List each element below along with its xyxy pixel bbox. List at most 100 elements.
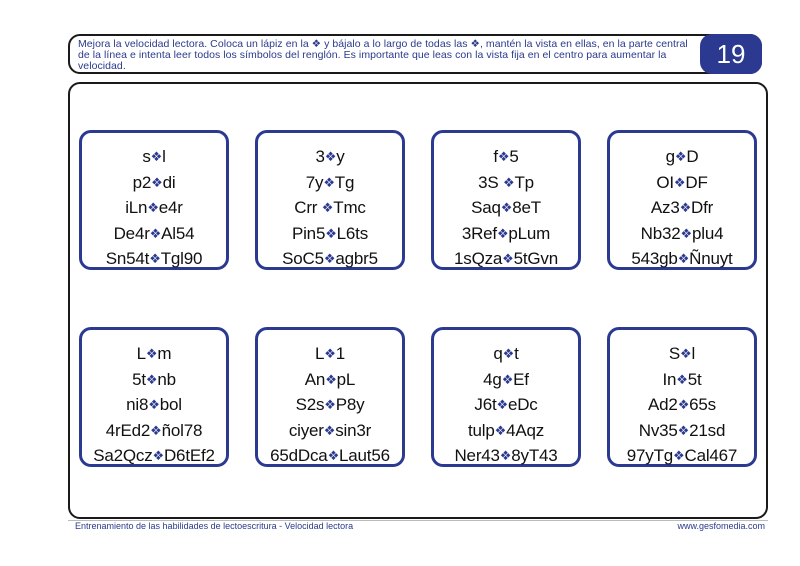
line-right-text: ñol78 (161, 420, 203, 440)
instructions-box: Mejora la velocidad lectora. Coloca un l… (68, 34, 762, 74)
footer-divider (68, 520, 768, 521)
line-right-text: m (157, 344, 172, 363)
diamond-marker-icon: ❖ (502, 251, 514, 266)
line-right-text: e4r (158, 198, 183, 217)
line-left-text: SoC5 (282, 249, 324, 268)
diamond-marker-icon: ❖ (677, 251, 690, 266)
diamond-marker-icon: ❖ (673, 448, 685, 463)
line-left-text: Nv35 (638, 420, 678, 440)
reading-line: J6t❖eDc (474, 393, 537, 419)
line-left-text: De4r (113, 223, 150, 243)
line-left-text: ni8 (126, 395, 149, 414)
reading-line: Ner43❖8yT43 (454, 444, 557, 470)
diamond-marker-icon: ❖ (497, 149, 510, 164)
reading-line: Nb32❖plu4 (641, 222, 724, 248)
reading-line: 97yTg❖Cal467 (627, 444, 738, 470)
instructions-text: Mejora la velocidad lectora. Coloca un l… (78, 38, 688, 72)
diamond-marker-icon: ❖ (496, 225, 509, 241)
line-right-text: 8yT43 (511, 446, 558, 465)
line-left-text: iLn (125, 198, 148, 217)
diamond-marker-icon: ❖ (149, 225, 162, 241)
diamond-marker-icon: ❖ (145, 371, 158, 387)
reading-line: S❖l (669, 342, 695, 368)
line-left-text: Ner43 (454, 446, 500, 465)
line-left-text: In (662, 369, 677, 389)
reading-line: Saq❖8eT (471, 196, 541, 222)
line-left-text: S2s (295, 395, 325, 414)
line-left-text: ciyer (288, 420, 324, 440)
line-right-text: Tg (334, 172, 355, 192)
diamond-marker-icon: ❖ (496, 397, 508, 412)
reading-line: SoC5❖agbr5 (282, 247, 378, 273)
line-right-text: pL (336, 369, 356, 389)
diamond-marker-icon: ❖ (324, 346, 336, 361)
reading-line: 4g❖Ef (483, 368, 529, 394)
line-right-text: Ñnuyt (689, 249, 733, 268)
reading-line: tulp❖4Aqz (468, 419, 544, 445)
reading-line: f❖5 (493, 145, 518, 171)
diamond-marker-icon: ❖ (499, 448, 512, 463)
line-right-text: Dfr (691, 198, 714, 217)
diamond-marker-icon: ❖ (674, 149, 687, 164)
diamond-marker-icon: ❖ (325, 225, 337, 241)
line-right-text: eDc (507, 395, 538, 414)
diamond-marker-icon: ❖ (321, 200, 334, 215)
reading-line: Ad2❖65s (648, 393, 716, 419)
reading-line: q❖t (493, 342, 518, 368)
reading-line: In❖5t (662, 368, 701, 394)
line-left-text: q (493, 344, 503, 363)
diamond-marker-icon: ❖ (323, 422, 336, 438)
diamond-marker-icon: ❖ (680, 225, 693, 241)
line-right-text: D6tEf2 (163, 446, 215, 465)
diamond-marker-icon: ❖ (148, 397, 160, 412)
diamond-marker-icon: ❖ (150, 149, 163, 164)
diamond-marker-icon: ❖ (680, 346, 692, 361)
line-right-text: bol (159, 395, 182, 414)
line-right-text: 4Aqz (506, 420, 545, 440)
diamond-marker-icon: ❖ (152, 448, 165, 463)
reading-line: 65dDca❖Laut56 (270, 444, 390, 470)
line-left-text: 5t (132, 369, 146, 389)
reading-line: 7y❖Tg (305, 171, 355, 197)
reading-line: g❖D (666, 145, 699, 171)
diamond-marker-icon: ❖ (502, 346, 515, 361)
line-right-text: agbr5 (335, 249, 378, 268)
diamond-marker-icon: ❖ (677, 397, 690, 412)
line-left-text: 4g (483, 369, 502, 389)
line-left-text: 7y (305, 172, 324, 192)
line-left-text: 3Ref (461, 223, 497, 243)
line-right-text: pLum (508, 223, 551, 243)
reading-line: Sa2Qcz❖D6tEf2 (93, 444, 215, 470)
reading-line: 3Ref❖pLum (461, 222, 551, 248)
line-right-text: D (686, 147, 699, 166)
line-left-text: 3 (315, 147, 325, 166)
diamond-marker-icon: ❖ (673, 174, 686, 190)
line-left-text: Sa2Qcz (93, 446, 153, 465)
line-left-text: OI (656, 172, 674, 192)
diamond-marker-icon: ❖ (327, 448, 340, 463)
line-right-text: P8y (335, 395, 365, 414)
reading-line: Nv35❖21sd (638, 419, 726, 445)
footer-title: Entrenamiento de las habilidades de lect… (75, 521, 354, 531)
line-left-text: 3S (478, 172, 503, 192)
line-right-text: L6ts (336, 223, 369, 243)
line-left-text: L (136, 344, 146, 363)
line-right-text: y (336, 147, 345, 166)
diamond-marker-icon: ❖ (677, 422, 690, 438)
line-right-text: DF (685, 172, 708, 192)
line-left-text: 4rEd2 (105, 420, 151, 440)
diamond-marker-icon: ❖ (145, 346, 158, 361)
reading-line: Crr ❖Tmc (294, 196, 366, 222)
diamond-marker-icon: ❖ (323, 251, 336, 266)
line-right-text: 8eT (512, 198, 541, 217)
footer-website: www.gesfomedia.com (677, 521, 765, 531)
reading-line: s❖l (142, 145, 166, 171)
line-right-text: l (162, 147, 166, 166)
line-left-text: Az3 (650, 198, 680, 217)
line-left-text: Nb32 (640, 223, 681, 243)
